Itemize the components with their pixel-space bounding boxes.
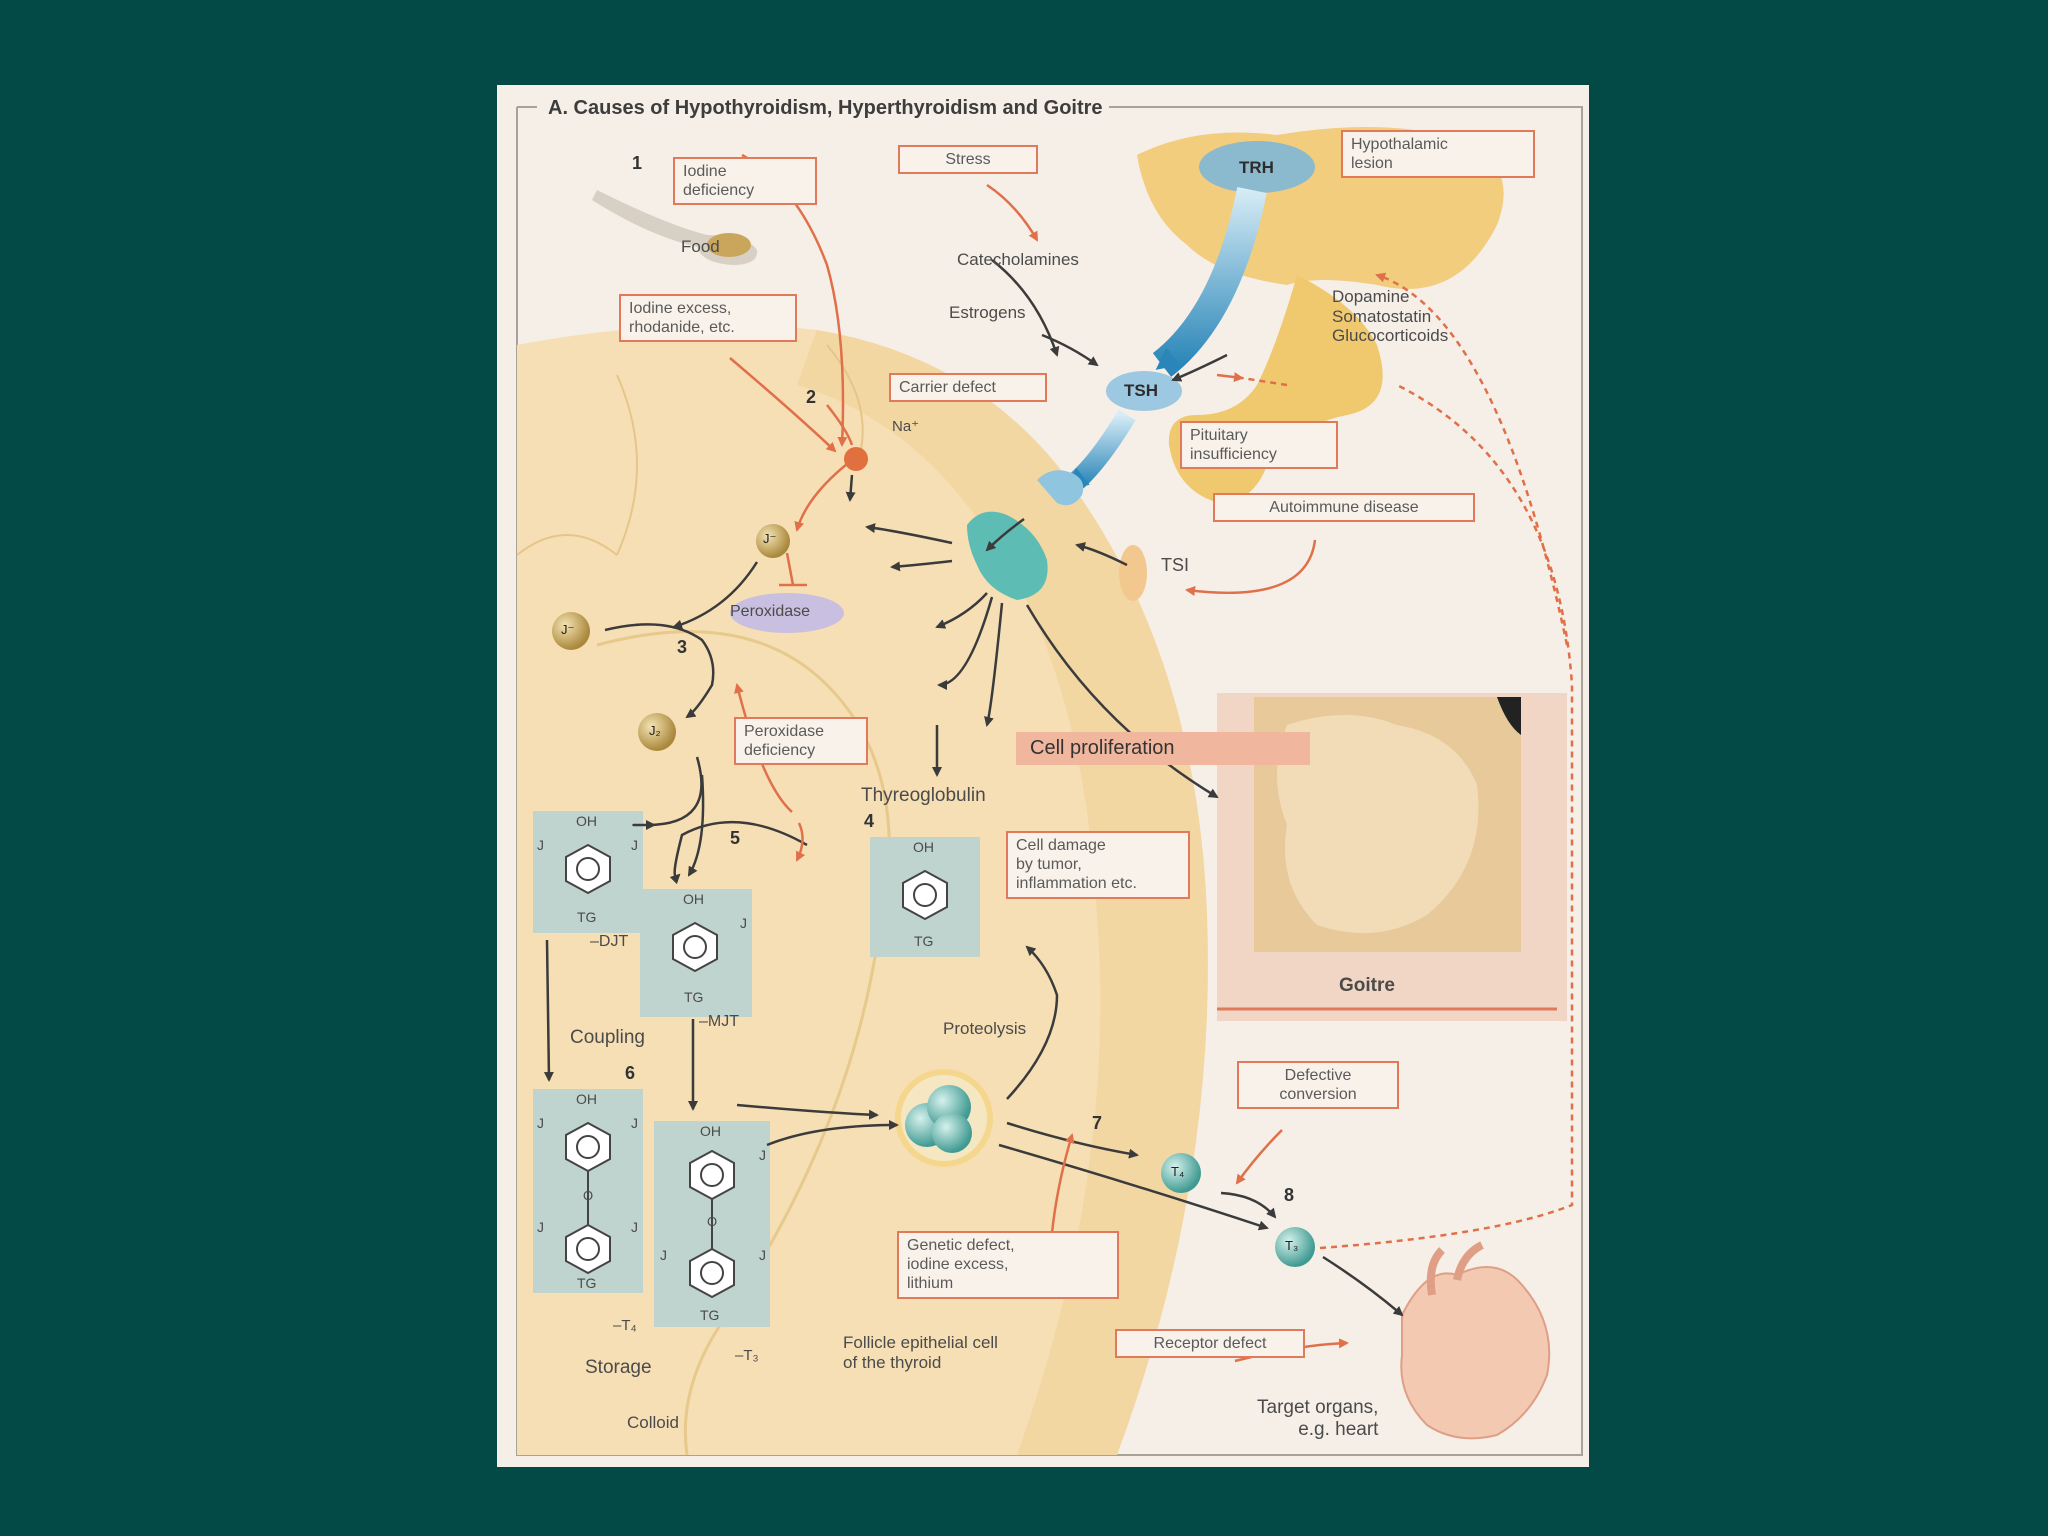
trh-oval — [1199, 141, 1315, 193]
label-t4-j-2: J — [631, 1115, 638, 1131]
j-minus-ion-2 — [552, 612, 590, 650]
peroxidase-enzyme — [730, 593, 844, 633]
trh-arrow — [1152, 187, 1267, 377]
structure-djt — [533, 811, 643, 933]
box-carrier-defect: Carrier defect — [889, 373, 1047, 403]
label-mjt-oh: OH — [683, 891, 704, 907]
box-autoimmune-disease: Autoimmune disease — [1213, 493, 1475, 523]
tsh-receptor — [1037, 470, 1084, 506]
label-t4-j-3: J — [537, 1219, 544, 1235]
label-mjt-tg: TG — [684, 989, 704, 1005]
diagram-graphics — [516, 106, 1583, 1456]
j2-molecule — [638, 713, 676, 751]
label-mjt-j: J — [740, 915, 747, 931]
box-defective-conversion: Defective conversion — [1237, 1061, 1399, 1110]
label-t3-j-3: J — [759, 1247, 766, 1263]
box-iodine-deficiency: Iodine deficiency — [673, 157, 817, 206]
label-t4-tg: TG — [577, 1275, 597, 1291]
box-pituitary-insufficiency: Pituitary insufficiency — [1180, 421, 1338, 470]
follicle-cell-layer — [797, 330, 1208, 1455]
label-j2: J₂ — [649, 723, 661, 738]
t4-sphere — [1161, 1153, 1201, 1193]
label-j-minus-1: J⁻ — [763, 531, 777, 546]
label-catecholamines: Catecholamines — [957, 250, 1079, 269]
heart-vessels — [1426, 1241, 1484, 1296]
structure-mjt — [640, 889, 752, 1017]
label-t4-o: O — [583, 1188, 594, 1203]
label-djt-tg: TG — [577, 909, 597, 925]
cell-proliferation-label: Cell proliferation — [1016, 732, 1310, 765]
label-coupling: Coupling — [570, 1027, 645, 1048]
box-cell-damage: Cell damage by tumor, inflammation etc. — [1006, 831, 1190, 899]
label-follicle-cell: Follicle epithelial cell of the thyroid — [843, 1333, 998, 1372]
vesicle-sphere-3 — [932, 1113, 972, 1153]
step-number-8: 8 — [1284, 1185, 1295, 1205]
label-t3-j-1: J — [759, 1147, 766, 1163]
tsi-antibody — [1119, 545, 1147, 601]
box-receptor-defect: Receptor defect — [1115, 1329, 1305, 1359]
label-t3-j-2: J — [660, 1247, 667, 1263]
label-t3-oh: OH — [700, 1123, 721, 1139]
box-peroxidase-deficiency: Peroxidase deficiency — [734, 717, 868, 766]
label-t4-oh: OH — [576, 1091, 597, 1107]
label-trh: TRH — [1239, 158, 1274, 177]
label-t4-j-4: J — [631, 1219, 638, 1235]
label-t3-tg: TG — [700, 1307, 720, 1323]
step-number-7: 7 — [1092, 1113, 1103, 1133]
structure-tg-4 — [870, 837, 980, 957]
goitre-shadow — [1497, 697, 1521, 735]
structure-t4 — [533, 1089, 643, 1293]
dark-arrows — [543, 259, 1404, 1317]
label-t3-sphere: T₃ — [1285, 1238, 1299, 1253]
label-goitre: Goitre — [1339, 975, 1395, 996]
label-estrogens: Estrogens — [949, 303, 1026, 322]
t3-sphere — [1275, 1227, 1315, 1267]
step-number-1: 1 — [632, 153, 643, 173]
figure-panel: A. Causes of Hypothyroidism, Hyperthyroi… — [497, 85, 1589, 1467]
goitre-shape — [1277, 715, 1479, 933]
label-mjt: –MJT — [699, 1013, 739, 1030]
structure-t3 — [654, 1121, 770, 1327]
label-thyreoglobulin: Thyreoglobulin — [861, 785, 986, 806]
label-storage: Storage — [585, 1357, 652, 1378]
label-peroxidase: Peroxidase — [730, 603, 811, 620]
label-djt-j-left: J — [537, 837, 544, 853]
label-tsh: TSH — [1124, 381, 1158, 400]
label-t4-suffix: –T₄ — [613, 1317, 637, 1334]
box-iodine-excess: Iodine excess, rhodanide, etc. — [619, 294, 797, 343]
label-tg4-tg: TG — [914, 933, 934, 949]
step-number-2: 2 — [806, 387, 817, 407]
label-t4-sphere: T₄ — [1171, 1164, 1185, 1179]
label-t3-suffix: –T₃ — [735, 1347, 759, 1364]
box-genetic-defect: Genetic defect, iodine excess, lithium — [897, 1231, 1119, 1299]
step-number-4: 4 — [864, 811, 875, 831]
heart-shape — [1400, 1266, 1551, 1440]
label-djt-j-right: J — [631, 837, 638, 853]
box-hypothalamic-lesion: Hypothalamic lesion — [1341, 130, 1535, 179]
figure-title: A. Causes of Hypothyroidism, Hyperthyroi… — [542, 97, 1109, 120]
box-stress: Stress — [898, 145, 1038, 175]
na-carrier — [844, 447, 868, 471]
label-na: Na⁺ — [892, 418, 920, 435]
label-food: Food — [681, 237, 720, 256]
step-number-5: 5 — [730, 828, 741, 848]
tsh-oval — [1106, 371, 1182, 411]
label-j-minus-2: J⁻ — [561, 622, 575, 637]
label-tg4-oh: OH — [913, 839, 934, 855]
food-powder — [707, 233, 751, 257]
j-minus-ion-1 — [756, 524, 790, 558]
tsh-arrow — [1065, 409, 1136, 493]
label-djt-oh: OH — [576, 813, 597, 829]
label-djt: –DJT — [590, 933, 629, 950]
label-tsi: TSI — [1161, 555, 1190, 575]
label-target-organs: Target organs, e.g. heart — [1257, 1397, 1379, 1440]
receptor-complex — [967, 511, 1048, 600]
step-number-6: 6 — [625, 1063, 636, 1083]
step-number-3: 3 — [677, 637, 688, 657]
label-colloid: Colloid — [627, 1413, 679, 1432]
label-t4-j-1: J — [537, 1115, 544, 1131]
label-proteolysis: Proteolysis — [943, 1019, 1027, 1038]
label-t3-o: O — [707, 1214, 718, 1229]
label-dopamine-group: Dopamine Somatostatin Glucocorticoids — [1332, 287, 1449, 346]
